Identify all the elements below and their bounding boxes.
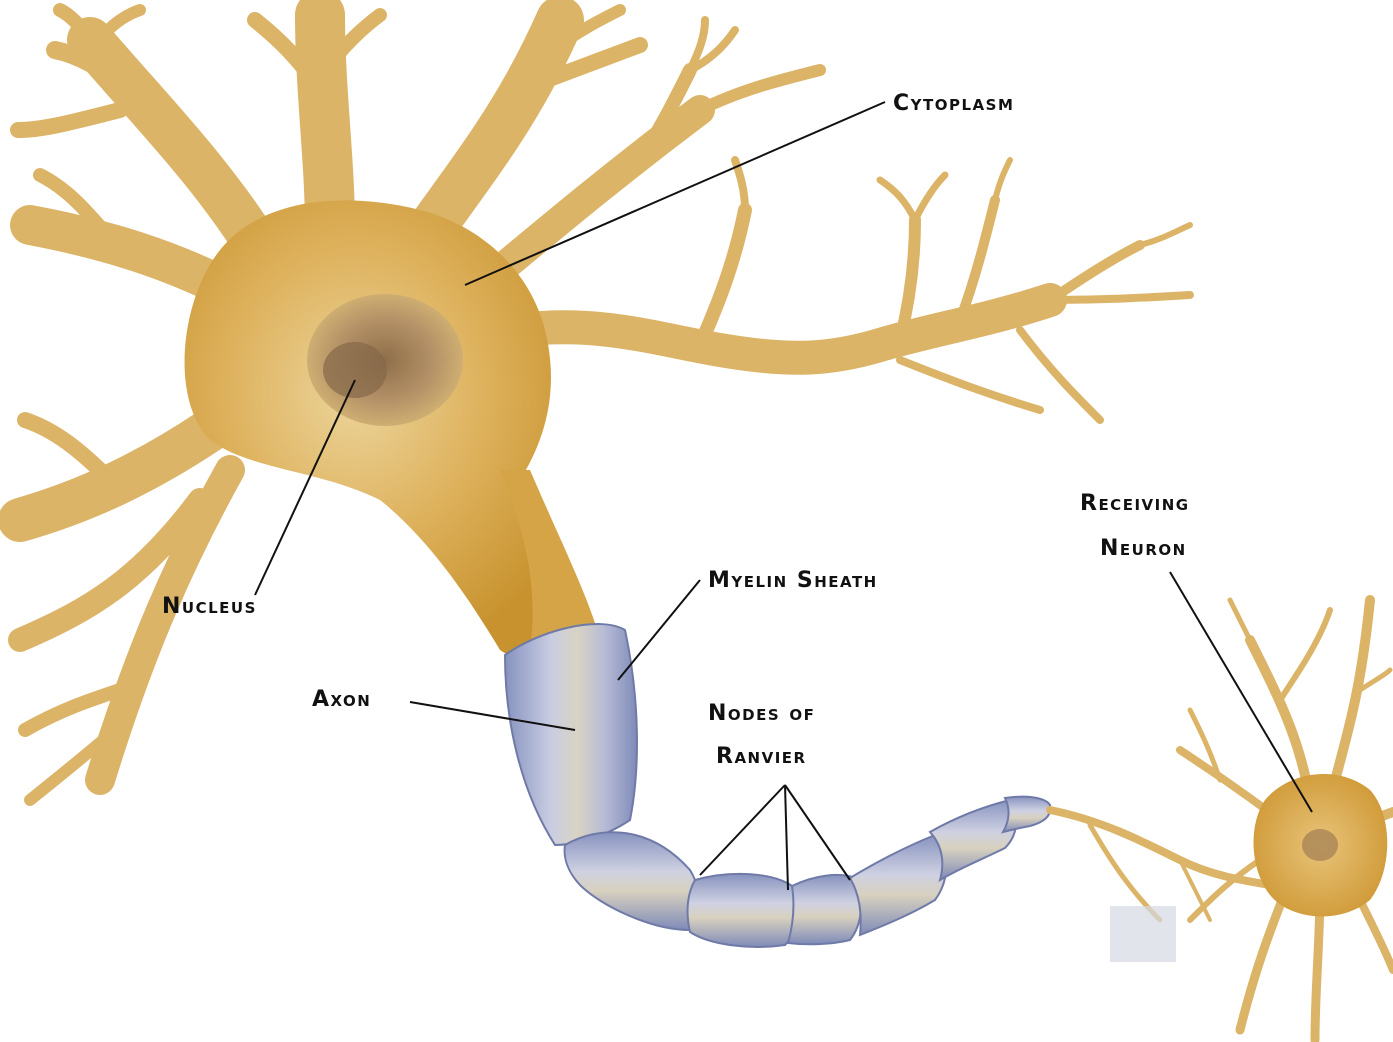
myelin-segment-4 bbox=[788, 875, 861, 944]
receiving-nucleus bbox=[1302, 829, 1338, 861]
myelin-sheath-leader bbox=[618, 580, 700, 680]
nodes-leader-3 bbox=[785, 785, 850, 880]
label-cytoplasm: Cytoplasm bbox=[893, 91, 1014, 116]
myelin-sheath bbox=[505, 624, 1050, 947]
receiving-neuron-leader bbox=[1170, 572, 1312, 812]
label-myelin-sheath: Myelin Sheath bbox=[708, 568, 878, 593]
myelin-segment-3 bbox=[688, 874, 797, 947]
label-nodes-of-ranvier-line1: Nodes of bbox=[708, 701, 815, 726]
receiving-neuron-cell bbox=[1180, 600, 1393, 1040]
myelin-segment-6 bbox=[930, 800, 1016, 880]
corner-mark bbox=[1110, 906, 1176, 962]
myelin-segment-1 bbox=[505, 624, 637, 845]
nodes-leader-1 bbox=[700, 785, 785, 875]
axon-terminals bbox=[1050, 810, 1270, 920]
cell-body bbox=[185, 200, 590, 658]
label-receiving-neuron-line2: Neuron bbox=[1100, 536, 1187, 561]
label-axon: Axon bbox=[312, 687, 371, 712]
myelin-segment-5 bbox=[850, 835, 946, 935]
myelin-segment-2 bbox=[565, 832, 700, 930]
label-nucleus: Nucleus bbox=[162, 594, 257, 619]
nodes-leader-2 bbox=[785, 785, 788, 890]
nucleolus bbox=[323, 342, 387, 398]
label-nodes-of-ranvier-line2: Ranvier bbox=[716, 744, 807, 769]
label-receiving-neuron-line1: Receiving bbox=[1080, 491, 1190, 516]
myelin-segment-7 bbox=[1003, 797, 1050, 832]
